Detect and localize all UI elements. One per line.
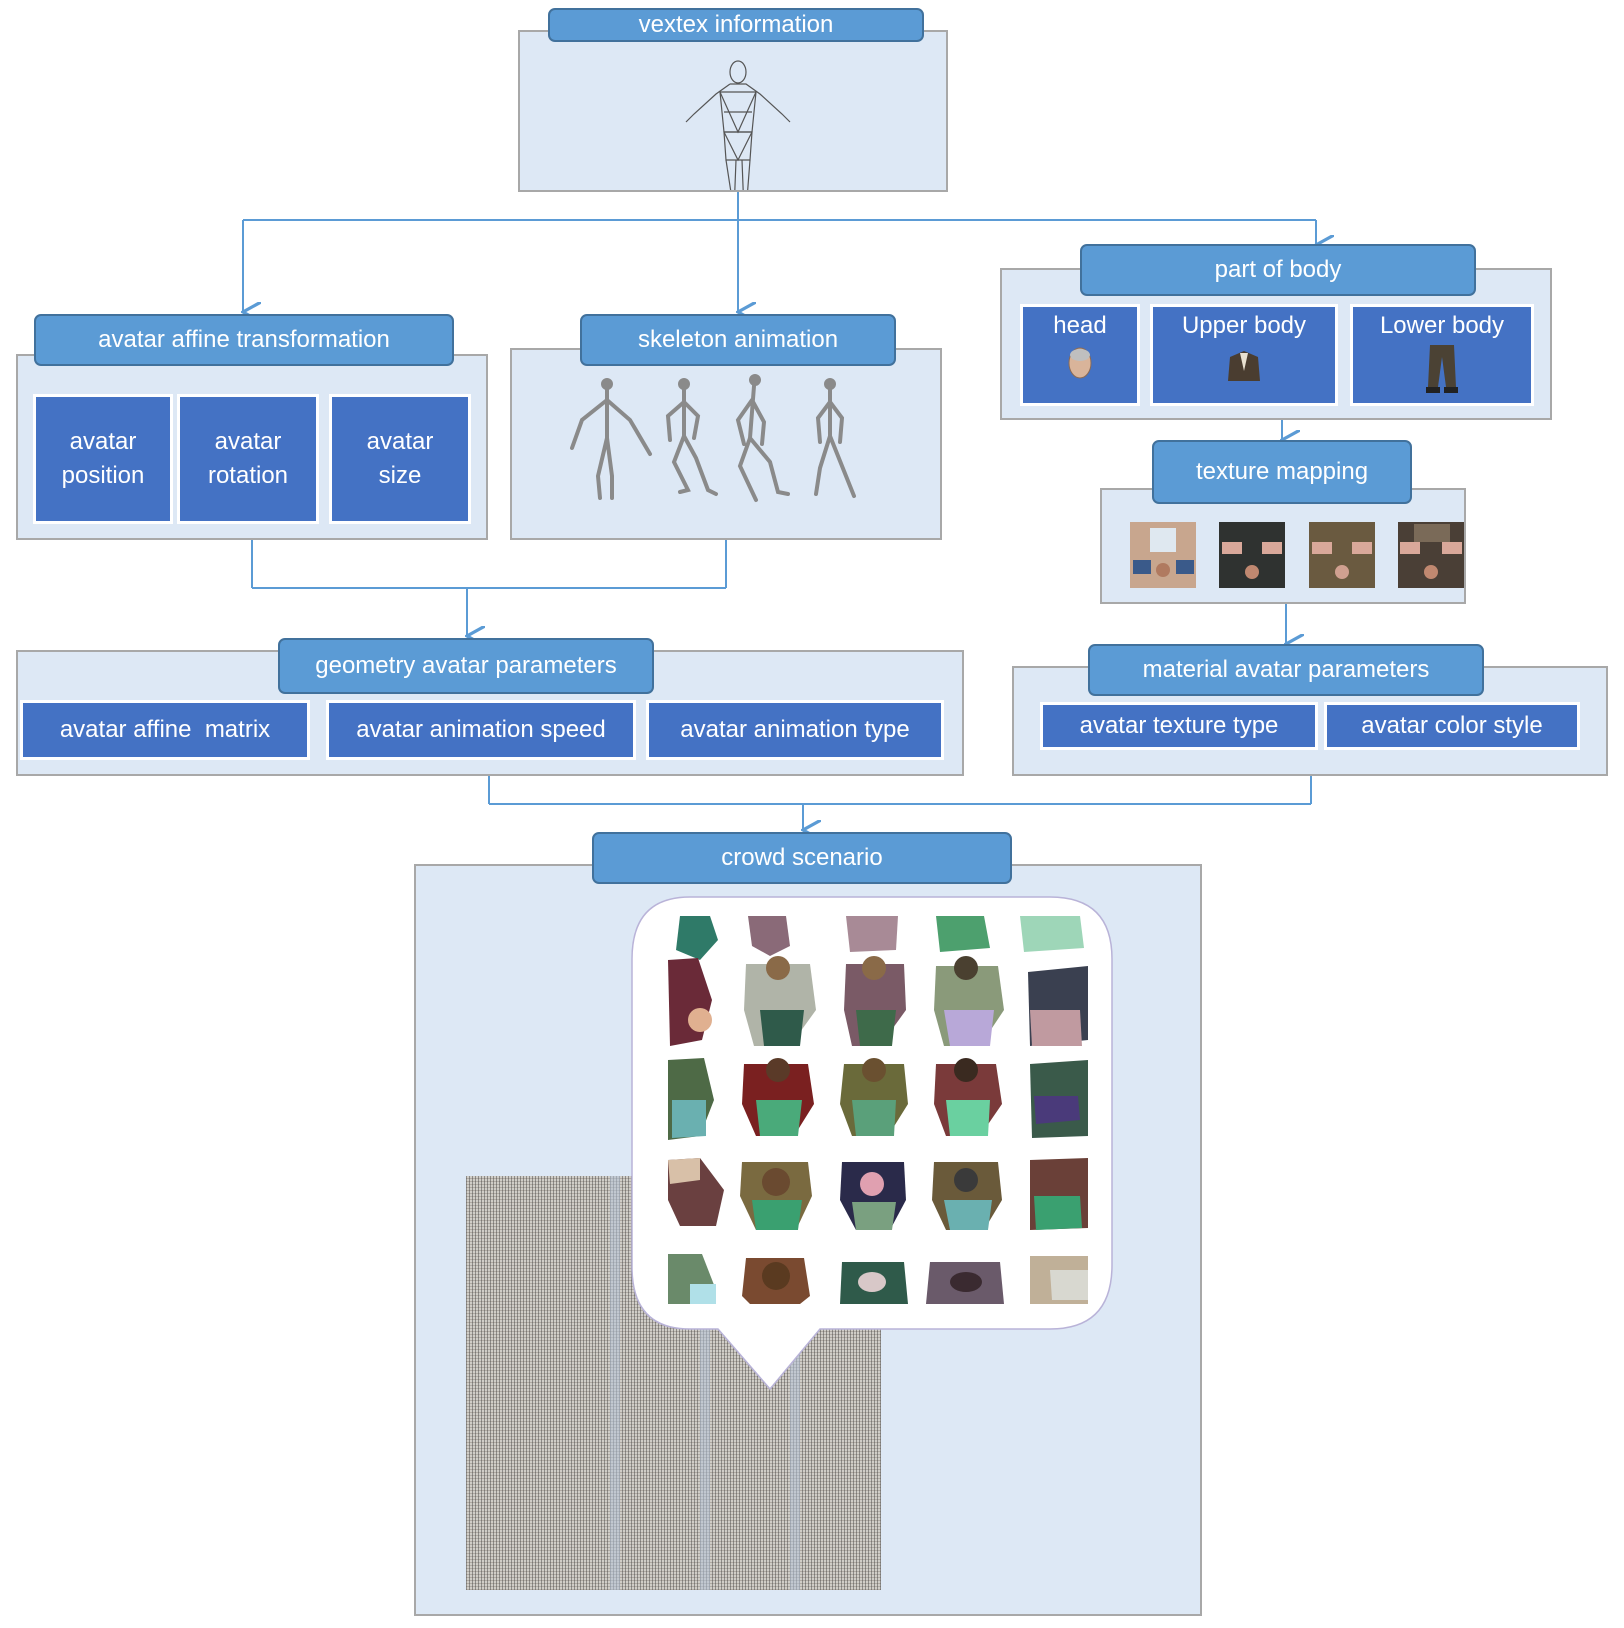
skeleton-pose-1 [570,378,652,500]
skeleton-pose-3 [735,374,790,502]
texture-panel [1100,488,1466,604]
skeleton-title: skeleton animation [580,314,896,366]
vertex-title: vextex information [548,8,924,42]
texture-type-box: avatar texture type [1040,702,1318,750]
avatar-size-box: avatar size [329,394,471,524]
color-style-box: avatar color style [1324,702,1580,750]
animation-type-label: avatar animation type [680,716,910,743]
skeleton-pose-4 [814,378,856,498]
crowd-overview-image [466,1176,881,1590]
skeleton-pose-2 [665,378,718,496]
head-thumbnail [1068,347,1092,379]
affine-matrix-box: avatar affine matrix [20,700,310,760]
animation-speed-label: avatar animation speed [356,716,606,743]
crowd-stripe-1 [610,1176,620,1590]
animation-speed-box: avatar animation speed [326,700,636,760]
upper-body-box: Upper body [1150,304,1338,406]
crowd-title: crowd scenario [592,832,1012,884]
geometry-title: geometry avatar parameters [278,638,654,694]
avatar-rotation-label: avatar rotation [207,428,289,489]
crowd-stripe-2 [700,1176,710,1590]
skeleton-poses [570,374,856,502]
texture-type-label: avatar texture type [1079,712,1279,739]
upper-body-label: Upper body [1181,312,1307,339]
skeleton-panel [510,348,942,540]
vertex-panel [518,30,948,192]
body-title: part of body [1080,244,1476,296]
lower-body-box: Lower body [1350,304,1534,406]
animation-type-box: avatar animation type [646,700,944,760]
head-box: head [1020,304,1140,406]
affine-title: avatar affine transformation [34,314,454,366]
affine-matrix-label: avatar affine matrix [59,716,271,743]
material-title: material avatar parameters [1088,644,1484,696]
wireframe-human-figure [685,60,791,190]
avatar-rotation-box: avatar rotation [177,394,319,524]
avatar-size-label: avatar size [366,428,434,489]
lower-body-thumbnail [1426,345,1458,393]
avatar-position-label: avatar position [61,428,145,489]
lower-body-label: Lower body [1379,312,1505,339]
head-label: head [1053,312,1107,339]
color-style-label: avatar color style [1361,712,1543,739]
upper-body-thumbnail [1228,351,1260,381]
crowd-zoom-callout [631,896,1113,1391]
crowd-stripe-3 [790,1176,800,1590]
avatar-position-box: avatar position [33,394,173,524]
texture-title: texture mapping [1152,440,1412,504]
